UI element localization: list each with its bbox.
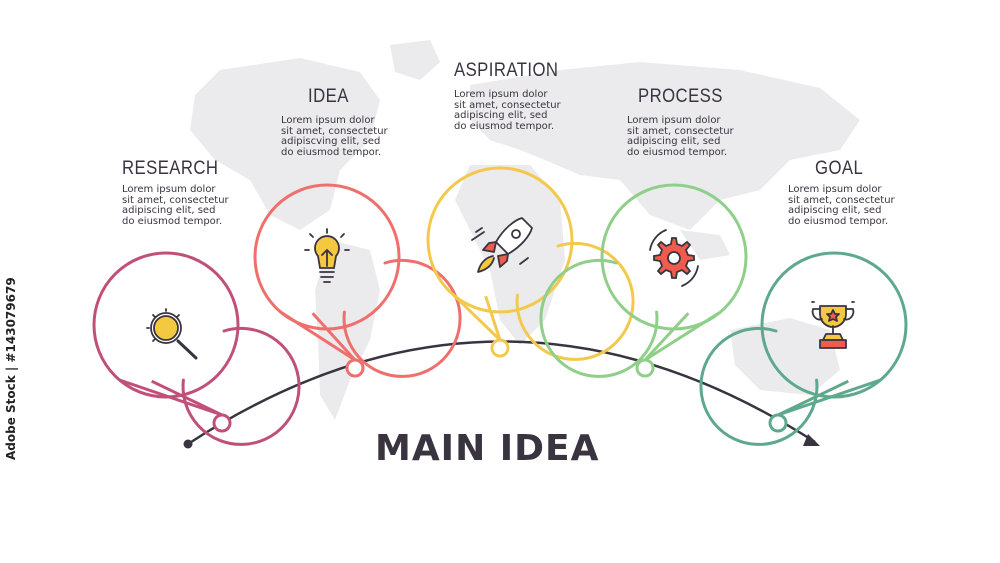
step-description: Lorem ipsum dolor sit amet, consectetur …	[122, 184, 252, 227]
pin-inner-spiral	[181, 326, 301, 446]
pin-tail	[151, 379, 223, 417]
desc-line: Lorem ipsum dolor	[454, 89, 548, 100]
desc-line: Lorem ipsum dolor	[627, 115, 721, 126]
desc-line: sit amet, consectetur	[122, 194, 229, 206]
desc-line: sit amet, consectetur	[454, 99, 561, 111]
pin-tail	[643, 312, 690, 362]
pin-tail	[644, 310, 722, 362]
pin-inner-spiral	[539, 258, 659, 378]
step-title: GOAL	[815, 158, 864, 179]
pin-outer-ring	[426, 166, 574, 314]
pin-tail	[452, 293, 502, 342]
desc-line: Lorem ipsum dolor	[788, 184, 882, 195]
desc-line: Lorem ipsum dolor	[122, 184, 216, 195]
desc-line: sit amet, consectetur	[281, 125, 388, 137]
pin-research	[92, 251, 301, 446]
desc-line: do eiusmod tempor.	[627, 146, 728, 158]
step-title: IDEA	[308, 86, 349, 107]
pin-goal	[699, 251, 908, 446]
step-description: Lorem ipsum dolor sit amet, consectetur …	[454, 89, 584, 132]
pin-idea	[253, 183, 462, 378]
stock-side-label: Adobe Stock | #143079679	[4, 277, 18, 460]
desc-line: adipiscing elit, sed	[122, 205, 216, 216]
pin-tail	[279, 310, 356, 362]
main-idea-heading: MAIN IDEA	[375, 428, 600, 469]
pin-tail	[484, 295, 502, 341]
desc-line: Lorem ipsum dolor	[281, 115, 375, 126]
gear-icon	[649, 229, 699, 287]
pin-anchor-ring	[490, 338, 510, 358]
step-title: ASPIRATION	[454, 60, 559, 81]
desc-line: sit amet, consectetur	[788, 194, 895, 206]
step-description: Lorem ipsum dolor sit amet, consectetur …	[788, 184, 918, 227]
desc-line: do eiusmod tempor.	[122, 215, 223, 227]
desc-line: do eiusmod tempor.	[454, 120, 555, 132]
step-description: Lorem ipsum dolor sit amet, consectetur …	[627, 115, 757, 158]
rocket-icon	[471, 217, 533, 273]
desc-line: adipiscving elit, sed	[281, 136, 381, 147]
pin-process	[539, 183, 748, 378]
pin-tail	[777, 378, 881, 417]
desc-line: sit amet, consectetur	[627, 125, 734, 137]
step-description: Lorem ipsum dolor sit amet, consectetur …	[281, 115, 411, 158]
arc-arrowhead	[803, 434, 820, 446]
desc-line: do eiusmod tempor.	[788, 215, 889, 227]
world-map-background	[190, 40, 860, 420]
desc-line: adipiscing elit, sed	[627, 136, 721, 147]
pin-anchor-ring	[635, 358, 655, 378]
step-title: RESEARCH	[122, 158, 219, 179]
trophy-icon	[811, 301, 855, 349]
magnifier-gear-icon	[146, 308, 198, 360]
desc-line: do eiusmod tempor.	[281, 146, 382, 158]
pin-tail	[311, 312, 357, 362]
desc-line: adipiscing elit, sed	[788, 205, 882, 216]
pin-inner-spiral	[342, 258, 462, 378]
step-title: PROCESS	[638, 86, 723, 107]
light-bulb-icon	[304, 228, 350, 283]
desc-line: adipiscing elit, sed	[454, 110, 548, 121]
arc-start-dot	[183, 439, 193, 449]
pin-tail	[777, 379, 849, 417]
pin-anchor-ring	[345, 358, 365, 378]
pin-tail	[119, 378, 223, 417]
pin-anchor-ring	[768, 413, 788, 433]
pin-inner-spiral	[699, 326, 819, 446]
pin-anchor-ring	[212, 413, 232, 433]
